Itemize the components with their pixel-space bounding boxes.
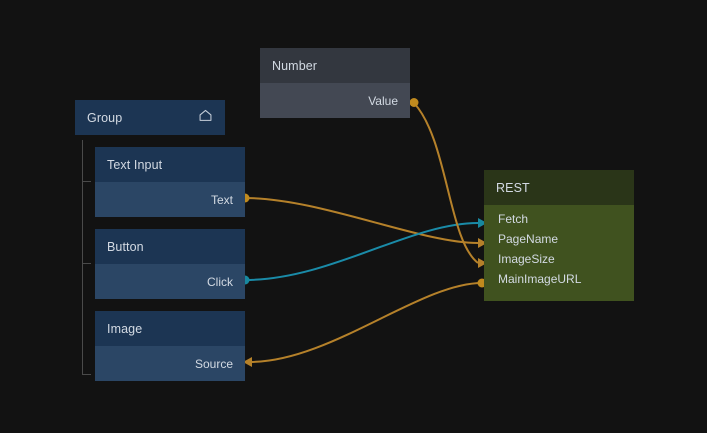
- node-number[interactable]: Number Value: [260, 48, 410, 118]
- node-image-title: Image: [107, 321, 143, 336]
- node-button[interactable]: Button Click: [95, 229, 245, 299]
- node-group-header[interactable]: Group: [75, 100, 225, 135]
- node-rest-body: Fetch PageName ImageSize MainImageURL: [484, 205, 634, 301]
- node-text-input-header[interactable]: Text Input: [95, 147, 245, 182]
- group-tree-branch-text-input: [82, 181, 91, 182]
- port-text-output-label: Text: [210, 192, 233, 207]
- port-pagename-input-label: PageName: [498, 232, 559, 246]
- node-group-title: Group: [87, 110, 123, 125]
- node-text-input-title: Text Input: [107, 157, 163, 172]
- port-mainimageurl-output-label: MainImageURL: [498, 272, 582, 286]
- node-image-header[interactable]: Image: [95, 311, 245, 346]
- node-button-title: Button: [107, 239, 144, 254]
- port-click-output[interactable]: Click: [95, 264, 245, 299]
- node-text-input-body: Text: [95, 182, 245, 217]
- port-click-output-label: Click: [207, 274, 233, 289]
- port-fetch-input-label: Fetch: [498, 212, 529, 226]
- node-image[interactable]: Image Source: [95, 311, 245, 381]
- node-text-input[interactable]: Text Input Text: [95, 147, 245, 217]
- node-number-header[interactable]: Number: [260, 48, 410, 83]
- home-icon[interactable]: [198, 108, 213, 128]
- port-value-output[interactable]: Value: [260, 83, 410, 118]
- wire-click-to-fetch: [244, 222, 479, 281]
- node-image-body: Source: [95, 346, 245, 381]
- port-pagename-input[interactable]: PageName: [484, 229, 634, 249]
- port-imagesize-input[interactable]: ImageSize: [484, 249, 634, 269]
- group-tree-branch-image: [82, 374, 91, 375]
- node-rest-header[interactable]: REST: [484, 170, 634, 205]
- wire-value-to-imagesize: [413, 102, 479, 264]
- port-mainimageurl-output[interactable]: MainImageURL: [484, 269, 634, 289]
- node-rest[interactable]: REST Fetch PageName ImageSize MainImageU…: [484, 170, 634, 301]
- port-imagesize-input-label: ImageSize: [498, 252, 555, 266]
- node-rest-title: REST: [496, 180, 530, 195]
- node-button-body: Click: [95, 264, 245, 299]
- wire-mainimageurl-to-source: [249, 282, 483, 363]
- node-number-title: Number: [272, 58, 318, 73]
- port-fetch-input[interactable]: Fetch: [484, 209, 634, 229]
- wire-text-to-pagename: [244, 197, 479, 244]
- group-tree-spine: [82, 140, 83, 374]
- node-number-body: Value: [260, 83, 410, 118]
- port-marker-value-output[interactable]: [409, 98, 419, 107]
- port-source-input-label: Source: [194, 356, 233, 371]
- port-value-output-label: Value: [368, 93, 398, 108]
- group-tree-branch-button: [82, 263, 91, 264]
- port-source-input[interactable]: Source: [95, 346, 245, 381]
- port-text-output[interactable]: Text: [95, 182, 245, 217]
- node-button-header[interactable]: Button: [95, 229, 245, 264]
- node-group[interactable]: Group: [75, 100, 225, 135]
